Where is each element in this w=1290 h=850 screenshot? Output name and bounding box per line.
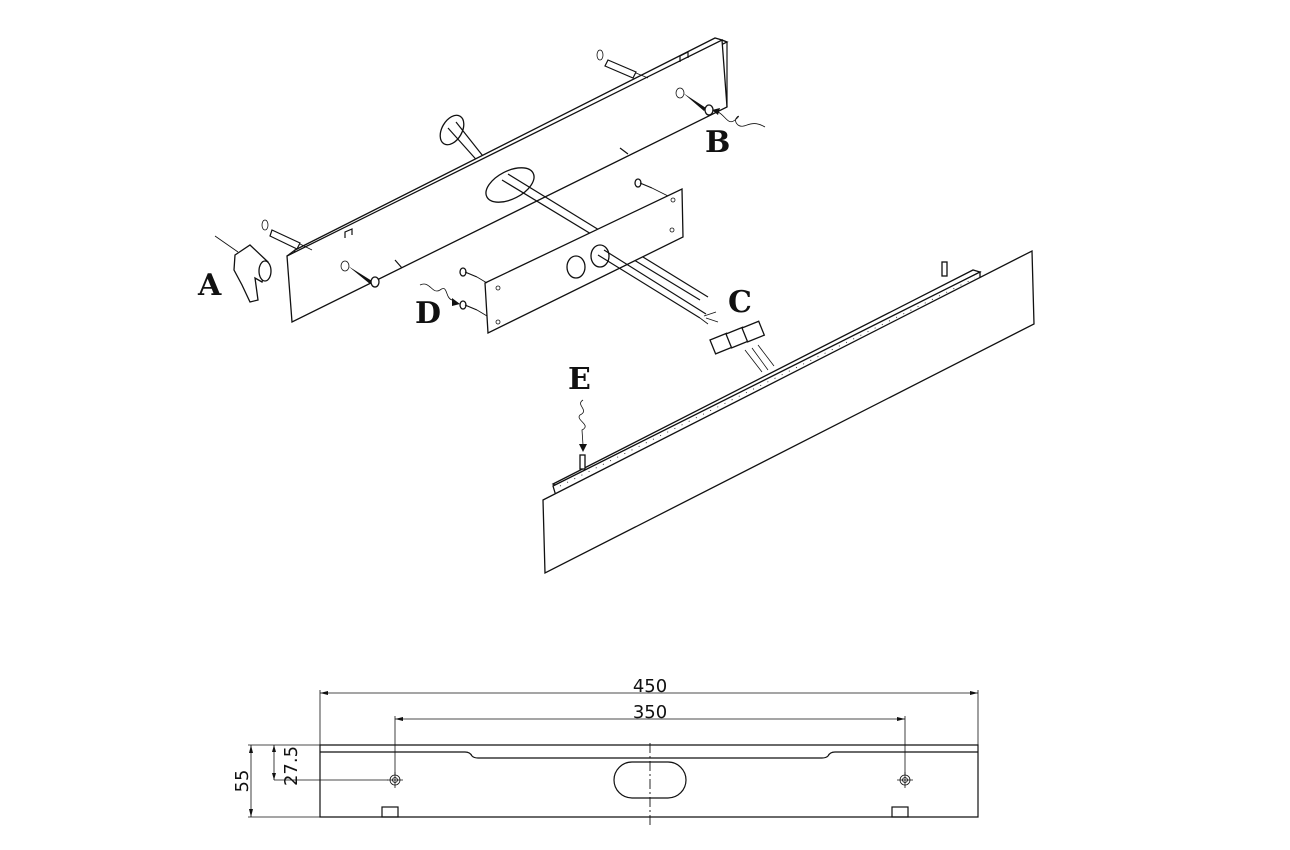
- lamp-body: [542, 249, 1035, 575]
- screwdriver-motion-b: [712, 108, 766, 128]
- dimension-drawing: 450 350 55 27.5: [232, 676, 979, 825]
- label-a: A: [197, 268, 222, 303]
- label-e: E: [568, 362, 591, 397]
- label-d: D: [415, 296, 441, 331]
- dim-overall-width: 450: [633, 676, 667, 697]
- bracket-hole: [566, 255, 586, 279]
- screw-left: [340, 260, 380, 288]
- label-c: C: [728, 285, 752, 320]
- set-screw-left: [579, 454, 586, 470]
- back-mounting-plate: [286, 37, 729, 324]
- terminal-connectors: [709, 320, 775, 373]
- dim-height: 55: [232, 770, 253, 793]
- bracket-screws: [419, 178, 669, 317]
- dim-hole-spacing: 350: [633, 702, 667, 723]
- screw-right: [675, 87, 714, 116]
- wall-anchor-right: [596, 49, 649, 79]
- drill-icon: [214, 235, 272, 303]
- dim-hole-height: 27.5: [281, 746, 302, 786]
- wall-anchor-left: [261, 219, 313, 251]
- cable: [439, 114, 495, 176]
- set-screw-right: [941, 261, 948, 277]
- mounting-bracket: [484, 187, 719, 335]
- label-b: B: [705, 125, 730, 160]
- cable-entry-wall: [439, 114, 465, 146]
